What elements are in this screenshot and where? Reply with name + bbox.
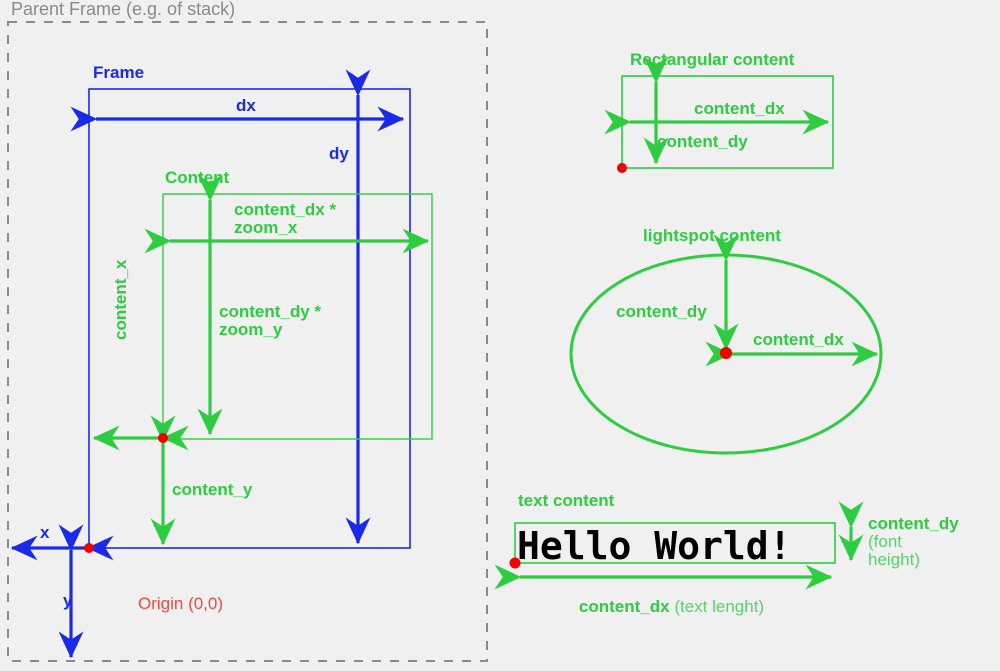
frame-x-label: x <box>40 523 50 542</box>
content-dx-zoom-label: content_dx * zoom_x <box>234 200 337 238</box>
content-y-label: content_y <box>172 480 253 499</box>
lightspot-content-origin-dot <box>720 347 732 359</box>
parent-frame-label: Parent Frame (e.g. of stack) <box>11 0 236 19</box>
parent-frame-border <box>7 21 488 662</box>
rectangular-content-dy-label: content_dy <box>657 132 748 151</box>
content-origin-dot <box>158 433 168 443</box>
rectangular-content-origin-dot <box>617 163 627 173</box>
text-content-box <box>514 522 836 564</box>
content-rect <box>162 193 433 440</box>
text-content-origin-dot <box>509 557 521 569</box>
text-content-dx-label: content_dx <box>578 597 670 617</box>
frame-origin-dot <box>84 543 94 553</box>
lightspot-content-title: lightspot content <box>643 226 781 245</box>
text-content-title: text content <box>518 491 615 510</box>
frame-y-label: y <box>63 591 73 610</box>
frame-dy-label: dy <box>329 144 349 163</box>
text-content-dx-label-group: content_dx (text lenght) <box>560 580 764 634</box>
text-content-dy-label: content_dy <box>868 514 959 533</box>
text-content-dy-note-2: height) <box>868 550 920 569</box>
frame-label: Frame <box>93 63 145 82</box>
rectangular-content-title: Rectangular content <box>630 50 795 69</box>
text-content-dy-note-1: (font <box>868 532 903 551</box>
lightspot-content-dy-label: content_dy <box>616 302 707 321</box>
frame-rect <box>88 88 411 549</box>
content-dy-zoom-label: content_dy * zoom_y <box>219 302 322 340</box>
content-x-label: content_x <box>110 259 130 341</box>
lightspot-content-dx-label: content_dx <box>753 330 844 349</box>
origin-label: Origin (0,0) <box>138 594 224 613</box>
text-content-sample: Hello World! <box>517 524 792 568</box>
rectangular-content-dx-label: content_dx <box>694 99 785 118</box>
content-label: Content <box>165 168 230 187</box>
text-content-dx-note: (text lenght) <box>669 597 765 617</box>
frame-dx-label: dx <box>236 96 256 115</box>
